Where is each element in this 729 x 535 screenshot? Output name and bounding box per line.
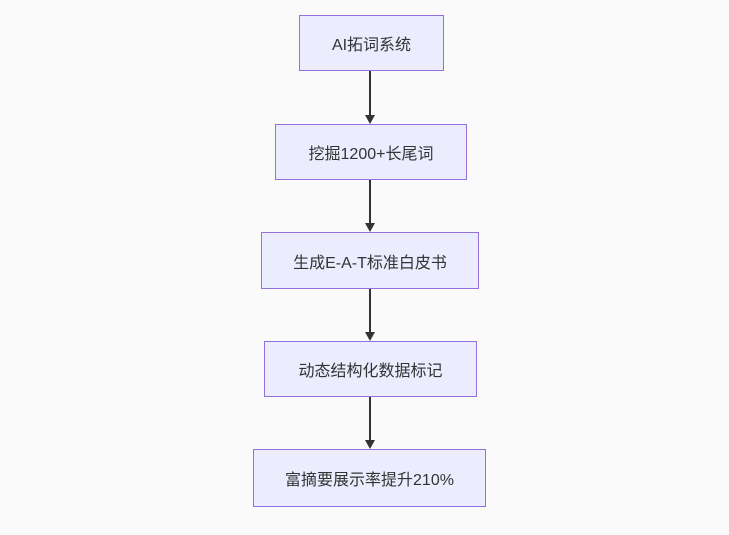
flow-node-label: 挖掘1200+长尾词 — [308, 146, 434, 163]
flow-node-rich-snippet-result: 富摘要展示率提升210% — [253, 449, 486, 507]
flow-node-eat-whitepaper: 生成E-A-T标准白皮书 — [261, 232, 479, 289]
flow-node-label: 生成E-A-T标准白皮书 — [293, 254, 447, 272]
flow-node-ai-word-expansion: AI拓词系统 — [299, 15, 444, 71]
flow-arrow-down — [365, 397, 375, 449]
flow-arrow-down — [365, 289, 375, 341]
flow-node-longtail-mining: 挖掘1200+长尾词 — [275, 124, 467, 180]
flow-node-label: 富摘要展示率提升210% — [285, 472, 454, 489]
flow-node-structured-data: 动态结构化数据标记 — [264, 341, 477, 397]
flow-arrow-down — [365, 71, 375, 124]
flow-node-label: AI拓词系统 — [331, 37, 412, 54]
flow-arrow-down — [365, 180, 375, 232]
flow-node-label: 动态结构化数据标记 — [298, 363, 443, 380]
